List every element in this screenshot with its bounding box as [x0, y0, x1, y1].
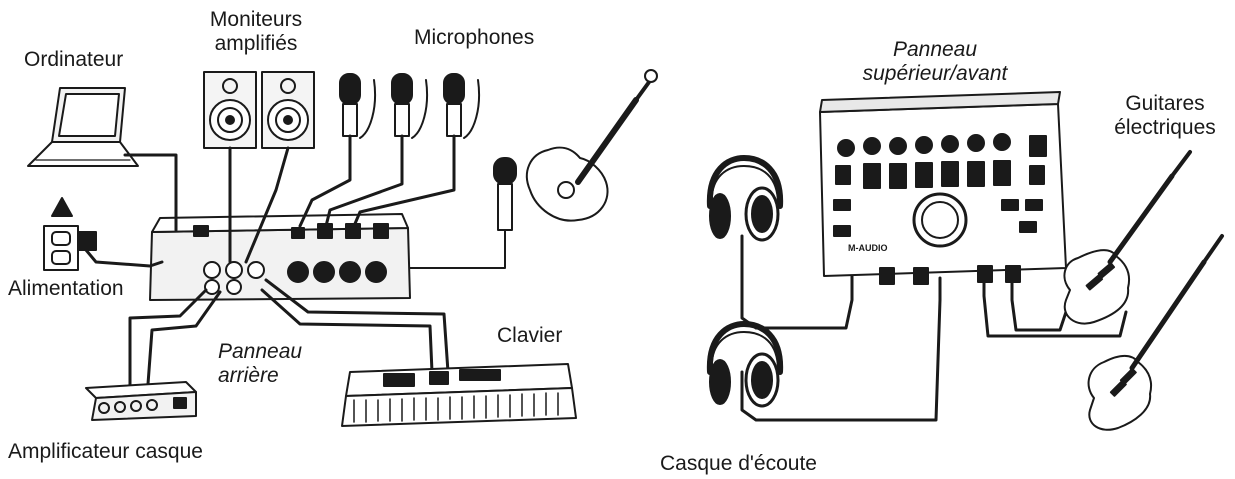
- microphone-icon: [339, 73, 376, 139]
- label-clavier: Clavier: [497, 324, 563, 347]
- label-alimentation: Alimentation: [8, 277, 124, 300]
- audio-interface-front: M-AUDIO: [819, 91, 1067, 285]
- microphone-icon: [391, 73, 428, 139]
- laptop-icon: [27, 87, 142, 167]
- bass-guitar-icon: [1087, 234, 1224, 431]
- electric-guitar-icon: [1063, 150, 1192, 325]
- label-guitares-electriques: Guitares électriques: [1100, 92, 1230, 139]
- label-amplificateur-casque: Amplificateur casque: [8, 440, 203, 463]
- studio-monitor-icon: [203, 71, 257, 149]
- warning-icon: [51, 197, 73, 217]
- headphones-icon: [706, 155, 784, 242]
- power-outlet-icon: [43, 225, 97, 271]
- label-panneau-sup-line2: supérieur/avant: [862, 61, 1008, 85]
- label-guitares-line2: électriques: [1114, 115, 1216, 139]
- cable: [84, 134, 456, 386]
- label-panneau-sup-line1: Panneau: [892, 38, 978, 61]
- label-moniteurs-line1: Moniteurs: [209, 8, 303, 31]
- label-casque-ecoute: Casque d'écoute: [660, 452, 817, 475]
- keyboard-icon: [341, 363, 577, 427]
- label-panneau-arriere: Panneau arrière: [218, 340, 302, 387]
- microphone-icon: [443, 73, 480, 139]
- label-panneau-arriere-line1: Panneau: [218, 340, 303, 363]
- audio-interface-rear: [149, 213, 411, 301]
- label-microphones: Microphones: [414, 26, 535, 49]
- acoustic-guitar-icon: [525, 69, 658, 222]
- label-panneau-superieur: Panneau supérieur/avant: [840, 38, 1030, 85]
- headphone-amplifier-icon: [85, 381, 197, 421]
- studio-monitor-icon: [261, 71, 315, 149]
- label-panneau-arriere-line2: arrière: [218, 363, 279, 387]
- label-guitares-line1: Guitares: [1125, 92, 1205, 115]
- label-moniteurs-line2: amplifiés: [214, 31, 298, 55]
- label-moniteurs-amplifies: Moniteurs amplifiés: [186, 8, 326, 55]
- cable: [740, 234, 1128, 422]
- device-brand-text: M-AUDIO: [848, 243, 888, 253]
- label-ordinateur: Ordinateur: [24, 48, 124, 71]
- headphones-icon: [706, 321, 784, 408]
